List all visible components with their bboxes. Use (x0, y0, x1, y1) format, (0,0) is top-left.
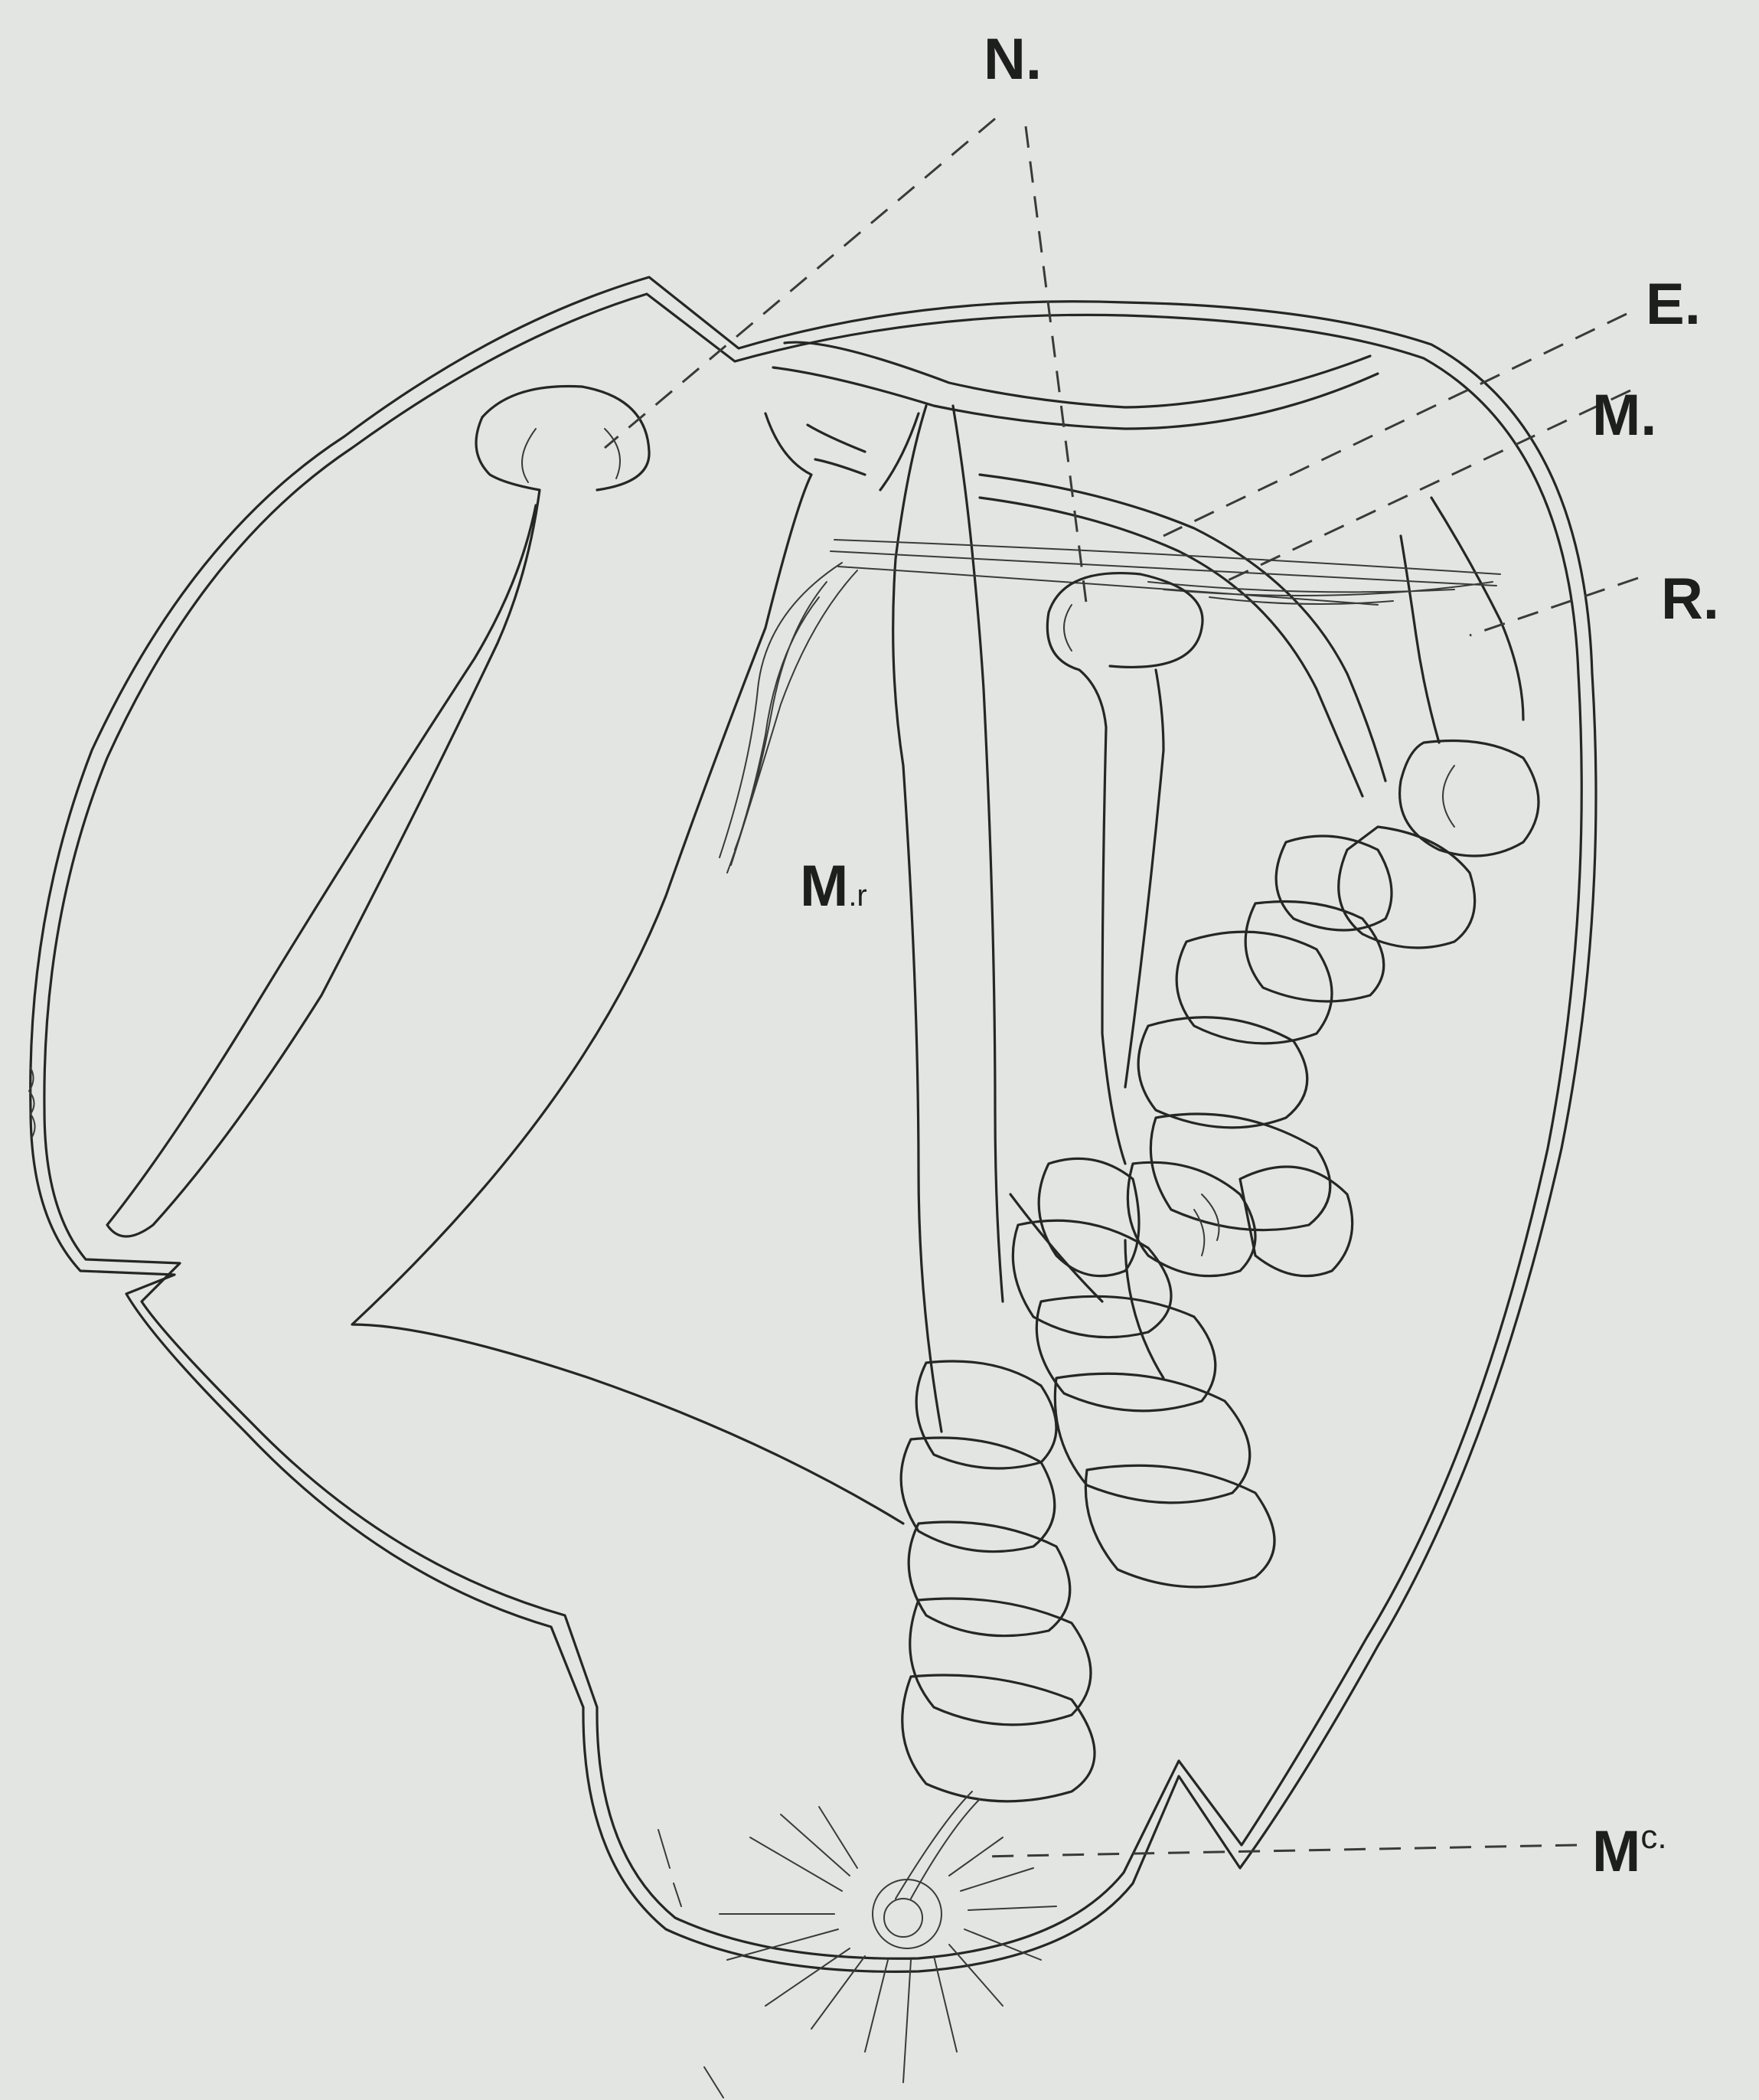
left-cavity (352, 413, 903, 1524)
label-e: E. (1646, 276, 1701, 334)
intestinal-coils-lower (901, 1158, 1274, 1801)
leader-r (1470, 578, 1638, 635)
dorsal-band-2 (773, 367, 1378, 429)
short-stub (808, 413, 919, 490)
right-tube (980, 475, 1385, 781)
leader-m (1225, 390, 1630, 582)
label-mc-main: M (1592, 1819, 1640, 1884)
label-mr-main: M (800, 854, 848, 919)
dorsal-band (785, 342, 1370, 407)
right-tube-inner (980, 498, 1362, 796)
left-stalked-organ (107, 387, 649, 1237)
mr-muscle (720, 563, 857, 873)
leader-n-right (1026, 126, 1087, 609)
body-outline-inner (44, 294, 1581, 1958)
left-organ-head-inner (522, 429, 536, 482)
central-tube-left (893, 406, 942, 1432)
label-m: M. (1592, 387, 1656, 445)
label-mc: Mc. (1592, 1821, 1667, 1881)
label-mr-sub: .r (848, 879, 866, 913)
far-right-tube (1401, 498, 1523, 743)
right-stalked-organ (1047, 573, 1203, 1164)
label-mr: M.r (800, 857, 867, 916)
retractor-muscle-band (831, 540, 1500, 605)
intestinal-coils-upper (1128, 741, 1539, 1276)
label-n: N. (984, 31, 1042, 89)
leader-mc (980, 1845, 1577, 1857)
mc-radiating-structure (658, 1791, 1056, 2098)
label-r: R. (1661, 570, 1719, 629)
body-outline-outer (31, 277, 1596, 1971)
right-organ-head-inner (1064, 605, 1072, 651)
central-tube-right (953, 406, 1003, 1301)
label-mc-sup: c. (1640, 1818, 1666, 1856)
leader-n-left (605, 119, 995, 448)
